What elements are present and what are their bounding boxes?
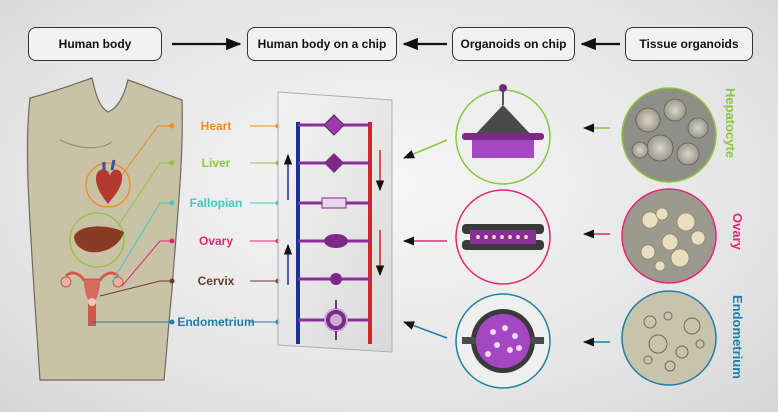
- heart-dot: [169, 123, 175, 129]
- ovary-dot: [169, 238, 175, 244]
- endometrium-dot: [169, 319, 175, 325]
- cervix-compartment: [330, 273, 342, 285]
- organ-label-cervix: Cervix: [197, 274, 235, 288]
- tissue-organoids-box: Tissue organoids: [625, 27, 753, 61]
- body-on-chip-label: Human body on a chip: [257, 37, 387, 51]
- heart-organ: [85, 159, 131, 208]
- tissue-to-chip-arrows: [582, 123, 610, 347]
- endometrium-organoid-image: [621, 290, 717, 386]
- human-body-label: Human body: [58, 37, 132, 51]
- organ-label-endometrium: Endometrium: [177, 315, 255, 329]
- ovary-chip-circle: [455, 189, 551, 285]
- label-to-chip-lines: [250, 123, 281, 325]
- ovary-organoid-label: Ovary: [730, 213, 745, 250]
- organoids-on-chip-box: Organoids on chip: [452, 27, 575, 61]
- organ-label-ovary: Ovary: [198, 234, 234, 248]
- organoids-on-chip-label: Organoids on chip: [460, 37, 567, 51]
- uterus-organ: [60, 271, 124, 326]
- body-on-chip-box: Human body on a chip: [247, 27, 397, 61]
- endometrium-chip-circle: [455, 293, 551, 389]
- organ-label-liver: Liver: [201, 156, 231, 170]
- organ-label-heart: Heart: [200, 119, 232, 133]
- fallopian-compartment: [321, 197, 347, 209]
- liver-organ: [69, 212, 125, 268]
- hepatocyte-chip-circle: [455, 84, 551, 185]
- organ-label-fallopian: Fallopian: [189, 196, 243, 210]
- tissue-organoids-label: Tissue organoids: [639, 37, 739, 51]
- body-on-chip-panel: [277, 91, 393, 353]
- ovary-organoid-image: [621, 188, 717, 284]
- ovary-compartment: [324, 234, 348, 248]
- endometrium-organoid-label: Endometrium: [730, 295, 745, 379]
- cervix-dot: [169, 278, 175, 284]
- hepatocyte-label: Hepatocyte: [723, 88, 738, 159]
- chip-to-body-chip-arrows: [402, 139, 448, 339]
- organ-leader-lines: [92, 123, 175, 325]
- human-body-box: Human body: [28, 27, 162, 61]
- liver-compartment: [324, 153, 344, 173]
- hepatocyte-organoid-image: [621, 87, 717, 183]
- heart-compartment: [323, 114, 345, 136]
- fallopian-dot: [169, 200, 175, 206]
- liver-dot: [169, 160, 175, 166]
